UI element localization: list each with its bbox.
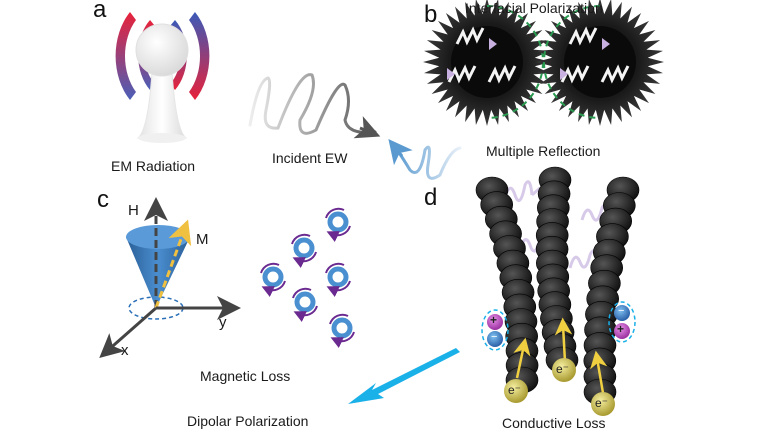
electron-flow (513, 317, 608, 394)
axis-label-y: y (219, 314, 227, 331)
spiky-spheres (423, 0, 664, 126)
panel-label-a: a (93, 0, 107, 23)
caption-conductive-loss: Conductive Loss (502, 415, 606, 431)
spin-icon (291, 233, 317, 268)
spiky-sphere (536, 0, 664, 126)
spin-icon (260, 262, 286, 297)
dipole-minus-label: − (491, 331, 498, 343)
spiky-sphere (423, 0, 551, 126)
dipole-left (481, 309, 509, 351)
dipole-right (608, 301, 636, 343)
bead-chain (535, 166, 579, 374)
axis-label-h: H (128, 202, 139, 219)
spin-icon (325, 207, 351, 242)
em-radiation-icon (115, 12, 210, 143)
panel-label-b: b (424, 1, 438, 28)
caption-interfacial-polarization: Interfacial Polarization (465, 0, 603, 16)
spin-icon (292, 287, 318, 322)
bead-chain (583, 176, 640, 406)
dipole-minus-label: − (618, 305, 625, 317)
dipolar-arrow-icon (348, 348, 460, 404)
panel-label-d: d (424, 184, 438, 211)
caption-dipolar-polarization: Dipolar Polarization (187, 413, 309, 429)
spin-icon (325, 262, 351, 297)
incident-wave-icon (248, 73, 381, 139)
caption-em-radiation: EM Radiation (111, 158, 196, 174)
reflected-wave-icon (388, 138, 462, 180)
axis-label-m: M (196, 231, 209, 248)
electron-label: e⁻ (556, 362, 570, 376)
dipole-plus-label: + (490, 313, 498, 327)
caption-multiple-reflection: Multiple Reflection (486, 143, 601, 159)
dipole-plus-label: + (617, 322, 625, 336)
magnetic-spin-icons (260, 207, 355, 348)
caption-magnetic-loss: Magnetic Loss (200, 368, 291, 384)
panel-label-c: c (97, 186, 109, 213)
magnetic-precession-icon (99, 197, 241, 358)
axis-label-x: x (121, 342, 129, 359)
electron-label: e⁻ (595, 396, 609, 410)
spin-icon (329, 313, 355, 348)
caption-incident-ew: Incident EW (272, 150, 348, 166)
bead-chain (475, 176, 539, 394)
electron-icon (504, 358, 615, 416)
electron-label: e⁻ (508, 383, 522, 397)
